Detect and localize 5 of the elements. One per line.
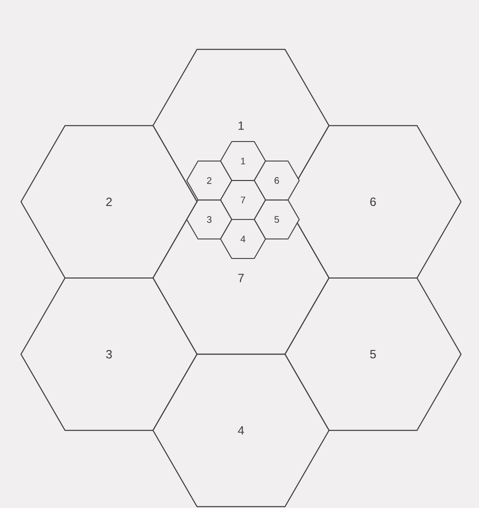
small-cell-hexagon: 5	[254, 200, 300, 240]
small-cell-hexagon: 3	[186, 200, 232, 240]
node-label: 4	[238, 426, 244, 435]
small-cell-hexagon: 2	[186, 160, 232, 200]
small-cell-hexagon: 6	[254, 160, 300, 200]
